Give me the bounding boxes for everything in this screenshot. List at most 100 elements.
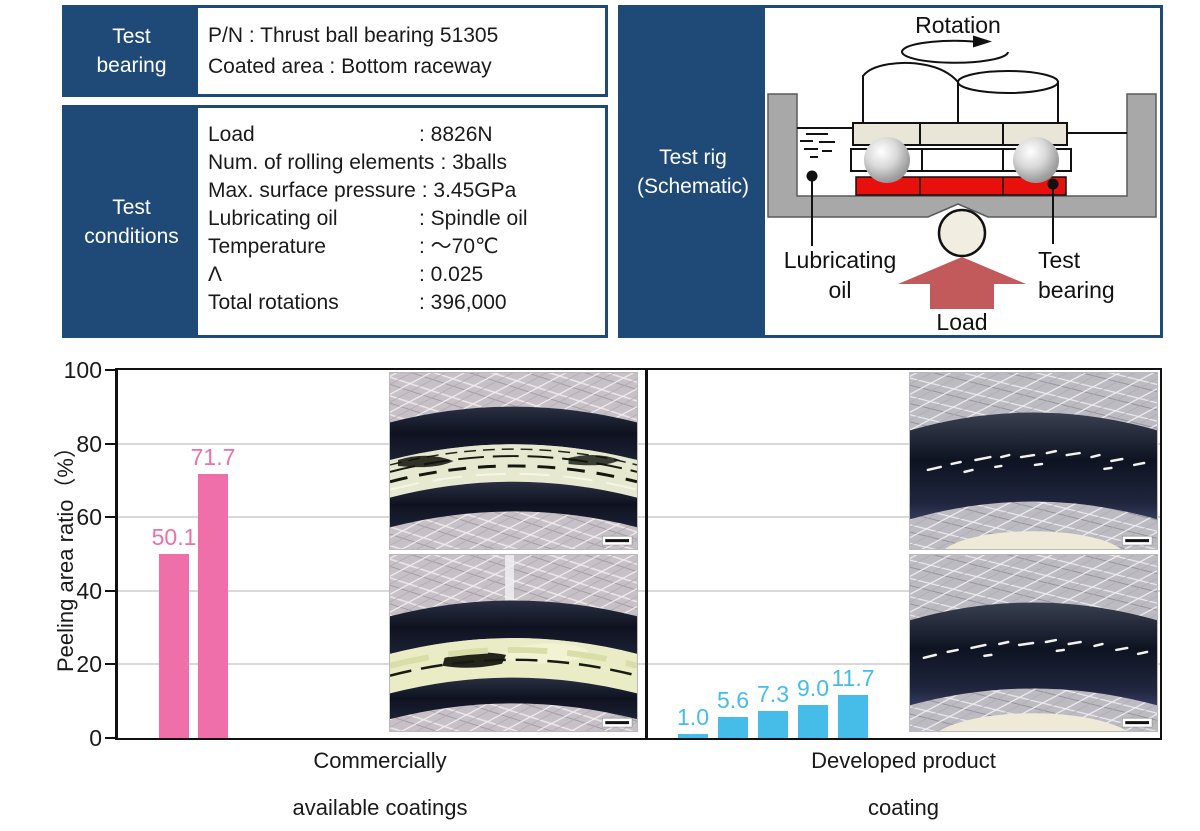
micrograph-developed-top-image	[910, 373, 1157, 587]
test-bearing-header-line2: bearing	[96, 54, 167, 77]
rolling-ball-right	[1013, 137, 1059, 183]
test-bearing-panel-content: P/N : Thrust ball bearing 51305 Coated a…	[198, 8, 605, 94]
condition-value: : 0.025	[419, 263, 484, 286]
condition-label: Total rotations	[208, 291, 339, 314]
micrograph-developed-bottom-image	[910, 555, 1157, 777]
test-bearing-callout	[1047, 178, 1059, 244]
y-tick-mark-100	[105, 369, 116, 371]
y-axis-tick-marks	[105, 369, 116, 739]
test-rig-panel: Test rig (Schematic) Rotation	[618, 5, 1163, 338]
bar-value-label-group2-5: 11.7	[831, 664, 875, 691]
test-rig-header-line1: Test rig	[659, 145, 727, 169]
rotation-arrow	[901, 35, 1009, 64]
x-label-commercial-line1: Commercially	[313, 748, 447, 773]
x-label-developed: Developed product coating	[645, 748, 1162, 821]
test-rig-schematic: Rotation	[765, 8, 1160, 335]
condition-label: Λ	[208, 263, 223, 286]
test-conditions-row-5: Temperature : ～70℃	[208, 233, 605, 261]
bar-group2-4	[798, 704, 828, 738]
y-tick-label-0: 0	[89, 725, 102, 751]
condition-value: : Spindle oil	[419, 207, 528, 230]
condition-label: Load	[208, 123, 255, 146]
rolling-ball-left	[864, 137, 910, 183]
y-tick-mark-20	[105, 663, 116, 666]
peeling-speckles	[926, 449, 1146, 474]
test-rig-header-line2: (Schematic)	[636, 174, 750, 198]
condition-label: Max. surface pressure	[208, 179, 416, 202]
test-conditions-row-3: Max. surface pressure: 3.45GPa	[208, 177, 605, 205]
y-tick-mark-80	[105, 442, 116, 445]
scale-bar	[1122, 535, 1153, 546]
y-tick-mark-40	[105, 589, 116, 592]
scale-bar	[602, 717, 633, 728]
bar-value-label-group2-2: 5.6	[717, 687, 749, 714]
condition-value: : 396,000	[419, 291, 507, 314]
bar-value-label-group2-3: 7.3	[757, 681, 789, 708]
test-bearing-line-coated-area: Coated area : Bottom raceway	[208, 55, 492, 78]
condition-value: : 8826N	[419, 123, 493, 146]
x-label-developed-line2: coating	[868, 795, 939, 820]
micrograph-commercial-bottom	[389, 554, 638, 732]
condition-label: Num. of rolling elements	[208, 151, 435, 174]
test-bearing-panel: Test bearing P/N : Thrust ball bearing 5…	[62, 5, 608, 97]
lubricating-oil-label-line2: oil	[828, 277, 851, 303]
bar-group2-1	[678, 734, 708, 738]
test-conditions-row-7: Total rotations : 396,000	[208, 289, 605, 317]
test-conditions-panel: Test conditions Load : 8826N Num. of rolli…	[62, 105, 608, 338]
condition-value: : 3.45GPa	[421, 179, 517, 202]
y-tick-label-40: 40	[76, 577, 102, 604]
rotation-label: Rotation	[915, 12, 1001, 38]
bar-value-label-group2-4: 9.0	[797, 674, 829, 701]
y-tick-label-80: 80	[76, 430, 102, 457]
bar-value-label-group1-1: 50.1	[151, 523, 197, 550]
test-rig-schematic-drawing: Rotation	[767, 12, 1157, 335]
gridline-60	[118, 516, 1160, 519]
micrograph-developed-top	[909, 372, 1158, 587]
scale-bar	[602, 535, 633, 546]
top-washer	[852, 122, 1068, 146]
test-bearing-label-line1: Test	[1038, 247, 1081, 273]
y-tick-label-100: 100	[63, 357, 102, 383]
gridline-80	[118, 442, 1160, 445]
condition-label: Lubricating oil	[208, 207, 338, 230]
condition-value: : ～70℃	[419, 235, 499, 258]
test-conditions-row-6: Λ : 0.025	[208, 261, 605, 289]
load-arrow	[898, 257, 1026, 309]
test-bearing-header-line1: Test	[112, 25, 151, 48]
bar-value-label-group1-2: 71.7	[190, 444, 236, 471]
test-conditions-header-line1: Test	[112, 195, 151, 219]
y-tick-mark-0	[105, 737, 116, 739]
condition-value: : 3balls	[440, 151, 507, 174]
gridline-20	[118, 663, 1160, 666]
test-conditions-row-4: Lubricating oil : Spindle oil	[208, 205, 605, 233]
oil-bath-trough	[767, 93, 1157, 218]
test-conditions-panel-header: Test conditions	[65, 108, 198, 335]
bar-group2-2	[718, 717, 748, 738]
test-conditions-header-line2: conditions	[84, 224, 179, 248]
bar-group2-3	[758, 711, 788, 738]
micrograph-commercial-top-image	[389, 373, 638, 549]
bar-group2-5	[838, 694, 868, 738]
x-label-developed-line1: Developed product	[811, 748, 996, 773]
lubricating-oil-callout	[806, 170, 818, 246]
group-divider-line	[645, 370, 648, 738]
test-bearing-panel-header: Test bearing	[65, 8, 198, 94]
test-conditions-rows: Load : 8826N Num. of rolling elements: 3ba…	[198, 108, 605, 335]
test-bearing-line-pn: P/N : Thrust ball bearing 51305	[208, 24, 499, 47]
y-tick-mark-60	[105, 516, 116, 519]
condition-label: Temperature	[208, 235, 326, 258]
load-ball	[937, 208, 987, 258]
lubricating-oil-label-line1: Lubricating	[784, 247, 897, 273]
micrograph-commercial-bottom-image	[389, 555, 638, 731]
x-label-commercial: Commercially available coatings	[115, 748, 645, 821]
coated-bottom-raceway	[855, 176, 1067, 196]
rotating-shaft	[862, 61, 1059, 128]
test-rig-panel-header: Test rig (Schematic)	[621, 8, 765, 335]
x-label-commercial-line2: available coatings	[292, 795, 468, 820]
gridline-40	[118, 589, 1160, 592]
micrograph-commercial-top	[389, 372, 638, 550]
test-bearing-label-line2: bearing	[1038, 277, 1115, 303]
